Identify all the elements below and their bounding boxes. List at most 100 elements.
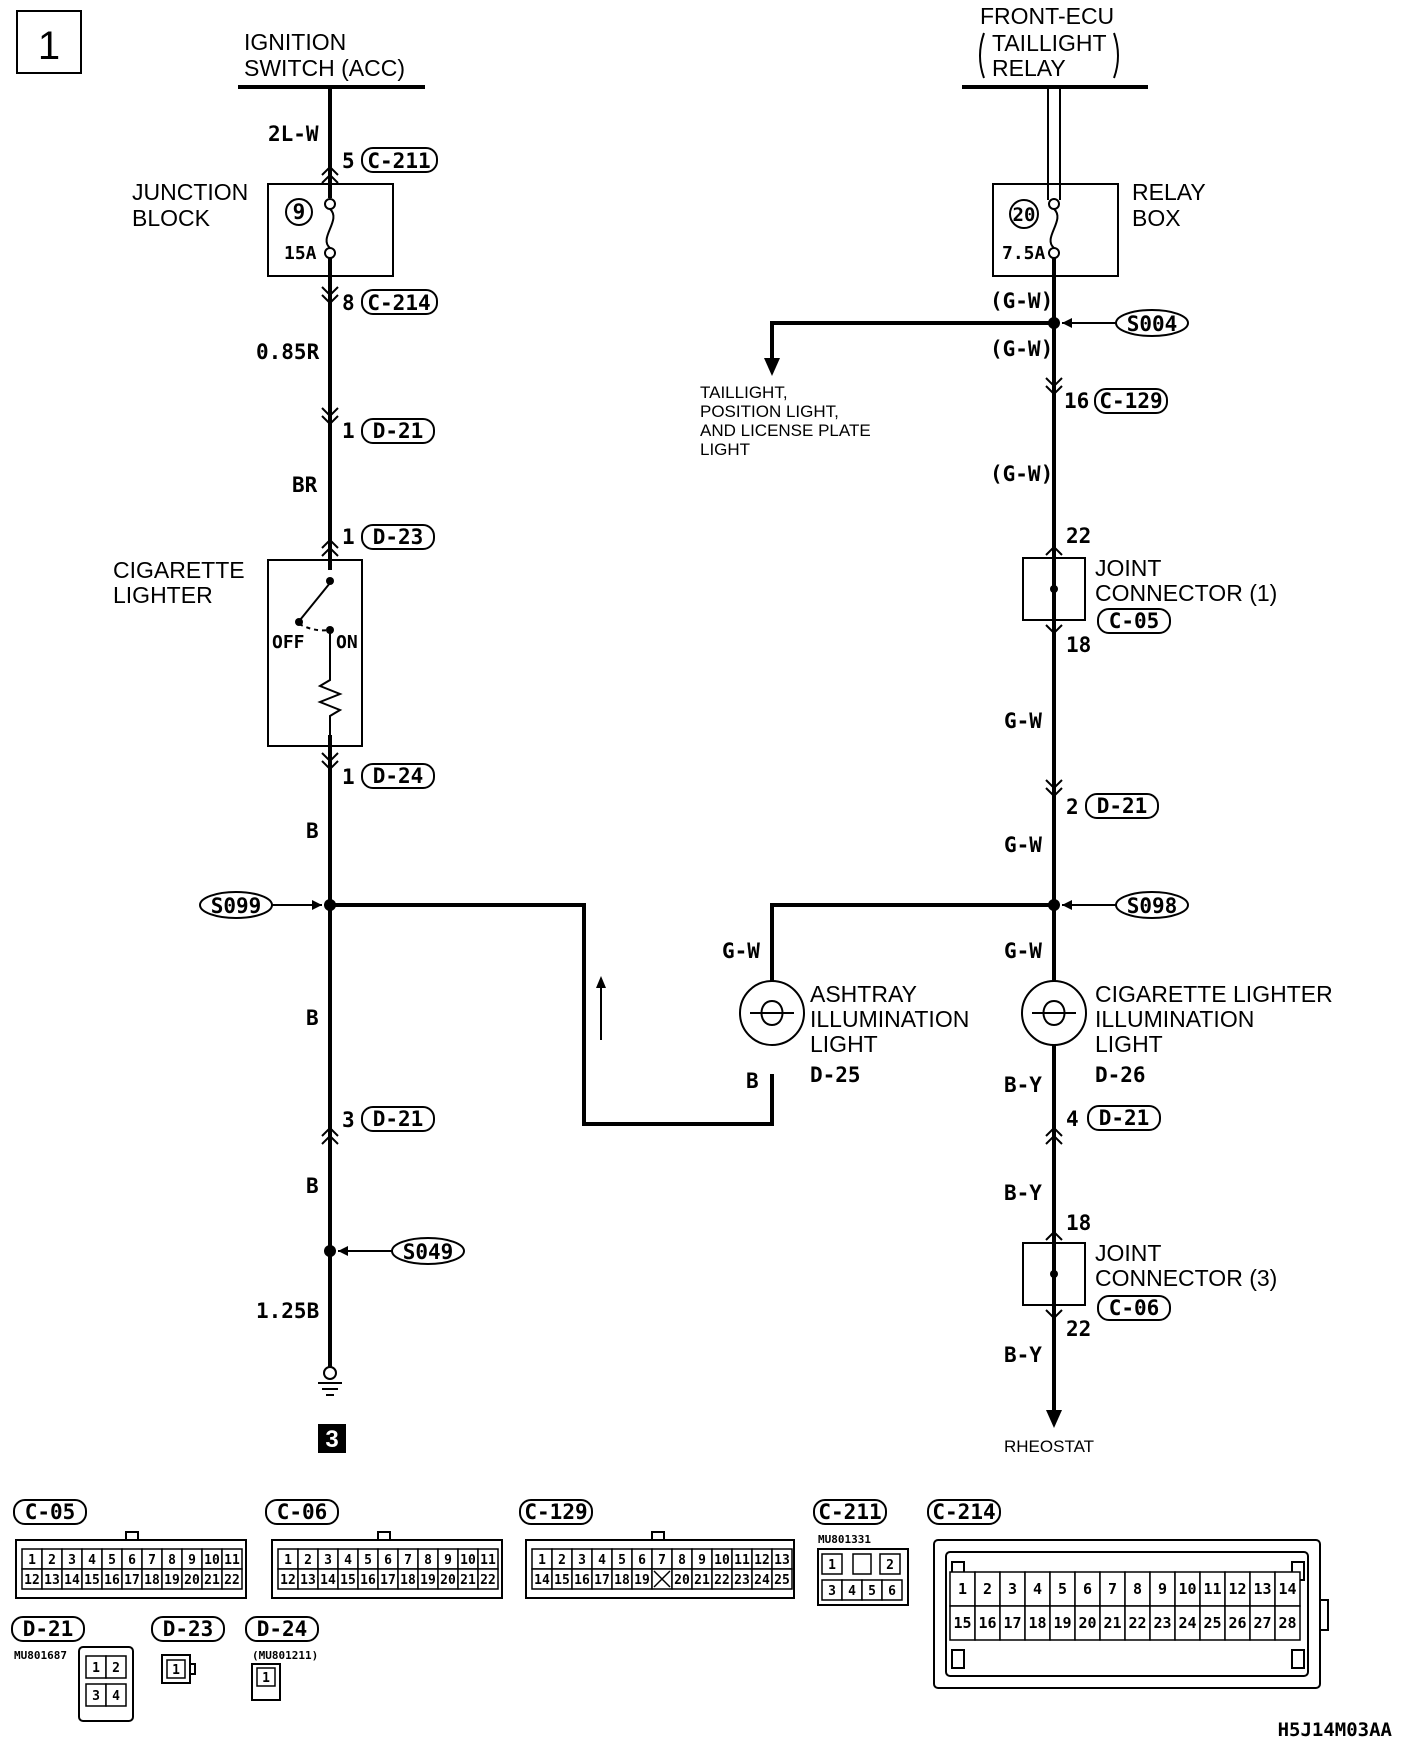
- svg-text:9: 9: [293, 200, 306, 224]
- svg-text:D-21: D-21: [23, 1617, 74, 1641]
- svg-text:IGNITION: IGNITION: [244, 29, 346, 55]
- pin-number: 8: [168, 1553, 176, 1568]
- current-direction-arrow: [596, 976, 606, 1040]
- pin-number: 2: [304, 1553, 312, 1568]
- pin-number: 12: [24, 1573, 40, 1588]
- pin-number: 20: [1078, 1614, 1096, 1632]
- svg-text:RELAY: RELAY: [992, 55, 1066, 81]
- blank-pin-mark: [653, 1570, 671, 1588]
- pin-number: 18: [400, 1573, 416, 1588]
- ashtray-feed-wire: [770, 903, 1054, 982]
- svg-text:TAILLIGHT,: TAILLIGHT,: [700, 383, 788, 402]
- pin-number: 26: [1228, 1614, 1246, 1632]
- cigarette-lighter-illumination-light: CIGARETTE LIGHTER ILLUMINATION LIGHT D-2…: [1021, 980, 1333, 1087]
- svg-text:D-26: D-26: [1095, 1063, 1146, 1087]
- taillight-destination: TAILLIGHT, POSITION LIGHT, AND LICENSE P…: [700, 383, 871, 459]
- wire-label-l5: B: [306, 1006, 319, 1030]
- svg-text:RELAY: RELAY: [1132, 179, 1206, 205]
- pin-number: 11: [480, 1553, 496, 1568]
- pin-number: 14: [1278, 1580, 1296, 1598]
- pin-number: 20: [184, 1573, 200, 1588]
- svg-text:3: 3: [342, 1108, 355, 1132]
- connector-d21-pin3: 3 D-21: [321, 1106, 435, 1145]
- svg-text:C-06: C-06: [277, 1500, 328, 1524]
- pin-number: 2: [886, 1558, 894, 1573]
- pin-number: 21: [1103, 1614, 1121, 1632]
- pin-number: 6: [128, 1553, 136, 1568]
- pin-cell: [1199, 1605, 1226, 1641]
- junction-block: JUNCTION BLOCK 9 15A: [132, 179, 394, 277]
- wire-label-l2: 0.85R: [256, 340, 320, 364]
- svg-text:1: 1: [342, 525, 355, 549]
- pin-number: 18: [614, 1573, 630, 1588]
- svg-text:15A: 15A: [284, 243, 317, 264]
- svg-text:CIGARETTE: CIGARETTE: [113, 557, 245, 583]
- pin-number: 1: [538, 1553, 546, 1568]
- svg-text:C-129: C-129: [1099, 389, 1162, 413]
- svg-text:ASHTRAY: ASHTRAY: [810, 981, 917, 1007]
- pin-number: 7: [404, 1553, 412, 1568]
- pin-number: 6: [1083, 1580, 1092, 1598]
- pin-number: 24: [754, 1573, 770, 1588]
- pin-number: 4: [848, 1584, 856, 1599]
- wire-label-r7: B-Y: [1004, 1073, 1042, 1097]
- pin-number: 23: [1153, 1614, 1171, 1632]
- wire-label-r2: (G-W): [990, 337, 1053, 361]
- pin-number: 7: [658, 1553, 666, 1568]
- pin-number: 22: [1128, 1614, 1146, 1632]
- pin-number: 21: [204, 1573, 220, 1588]
- pin-cell: [221, 1568, 243, 1590]
- pin-cell: [105, 1683, 127, 1707]
- svg-text:2: 2: [1066, 795, 1079, 819]
- pin-cell: [1249, 1605, 1276, 1641]
- svg-text:22: 22: [1066, 524, 1091, 548]
- svg-text:C-129: C-129: [524, 1500, 587, 1524]
- pin-number: 4: [88, 1553, 96, 1568]
- svg-text:C-06: C-06: [1109, 1296, 1160, 1320]
- pin-cell: [166, 1659, 186, 1679]
- svg-text:D-21: D-21: [1097, 794, 1148, 818]
- svg-text:BLOCK: BLOCK: [132, 205, 211, 231]
- svg-text:S098: S098: [1127, 894, 1178, 918]
- wire-label-m2: B: [746, 1069, 759, 1093]
- pin-number: 3: [828, 1584, 836, 1599]
- pin-number: 1: [28, 1553, 36, 1568]
- svg-text:LIGHT: LIGHT: [1095, 1031, 1163, 1057]
- svg-text:C-211: C-211: [367, 149, 430, 173]
- svg-text:CONNECTOR (1): CONNECTOR (1): [1095, 580, 1277, 606]
- pin-number: 4: [1033, 1580, 1042, 1598]
- svg-text:8: 8: [342, 291, 355, 315]
- pin-number: 3: [92, 1689, 100, 1704]
- pin-number: 6: [384, 1553, 392, 1568]
- svg-text:S049: S049: [403, 1240, 454, 1264]
- pin-number: 10: [460, 1553, 476, 1568]
- pin-number: 14: [534, 1573, 550, 1588]
- pin-number: 1: [828, 1558, 836, 1573]
- pin-number: 15: [340, 1573, 356, 1588]
- pin-number: 2: [48, 1553, 56, 1568]
- svg-text:AND LICENSE PLATE: AND LICENSE PLATE: [700, 421, 871, 440]
- pin-cell: [105, 1655, 127, 1679]
- svg-text:BOX: BOX: [1132, 205, 1181, 231]
- pin-number: 1: [284, 1553, 292, 1568]
- pin-number: 21: [460, 1573, 476, 1588]
- wire-label-l4: B: [306, 819, 319, 843]
- svg-text:S099: S099: [211, 894, 262, 918]
- pin-cell: [881, 1579, 903, 1601]
- svg-text:D-24: D-24: [373, 764, 424, 788]
- pin-cell: [256, 1667, 276, 1687]
- pin-gap: [852, 1553, 872, 1575]
- pin-number: 16: [978, 1614, 996, 1632]
- wire-label-r9: B-Y: [1004, 1343, 1042, 1367]
- svg-text:4: 4: [1066, 1107, 1079, 1131]
- pin-number: 8: [1133, 1580, 1142, 1598]
- connector-c214: 8 C-214: [321, 286, 438, 315]
- pin-number: 21: [694, 1573, 710, 1588]
- pin-number: 11: [1203, 1580, 1221, 1598]
- pin-number: 15: [953, 1614, 971, 1632]
- pin-number: 28: [1278, 1614, 1296, 1632]
- pin-cell: [879, 1553, 901, 1575]
